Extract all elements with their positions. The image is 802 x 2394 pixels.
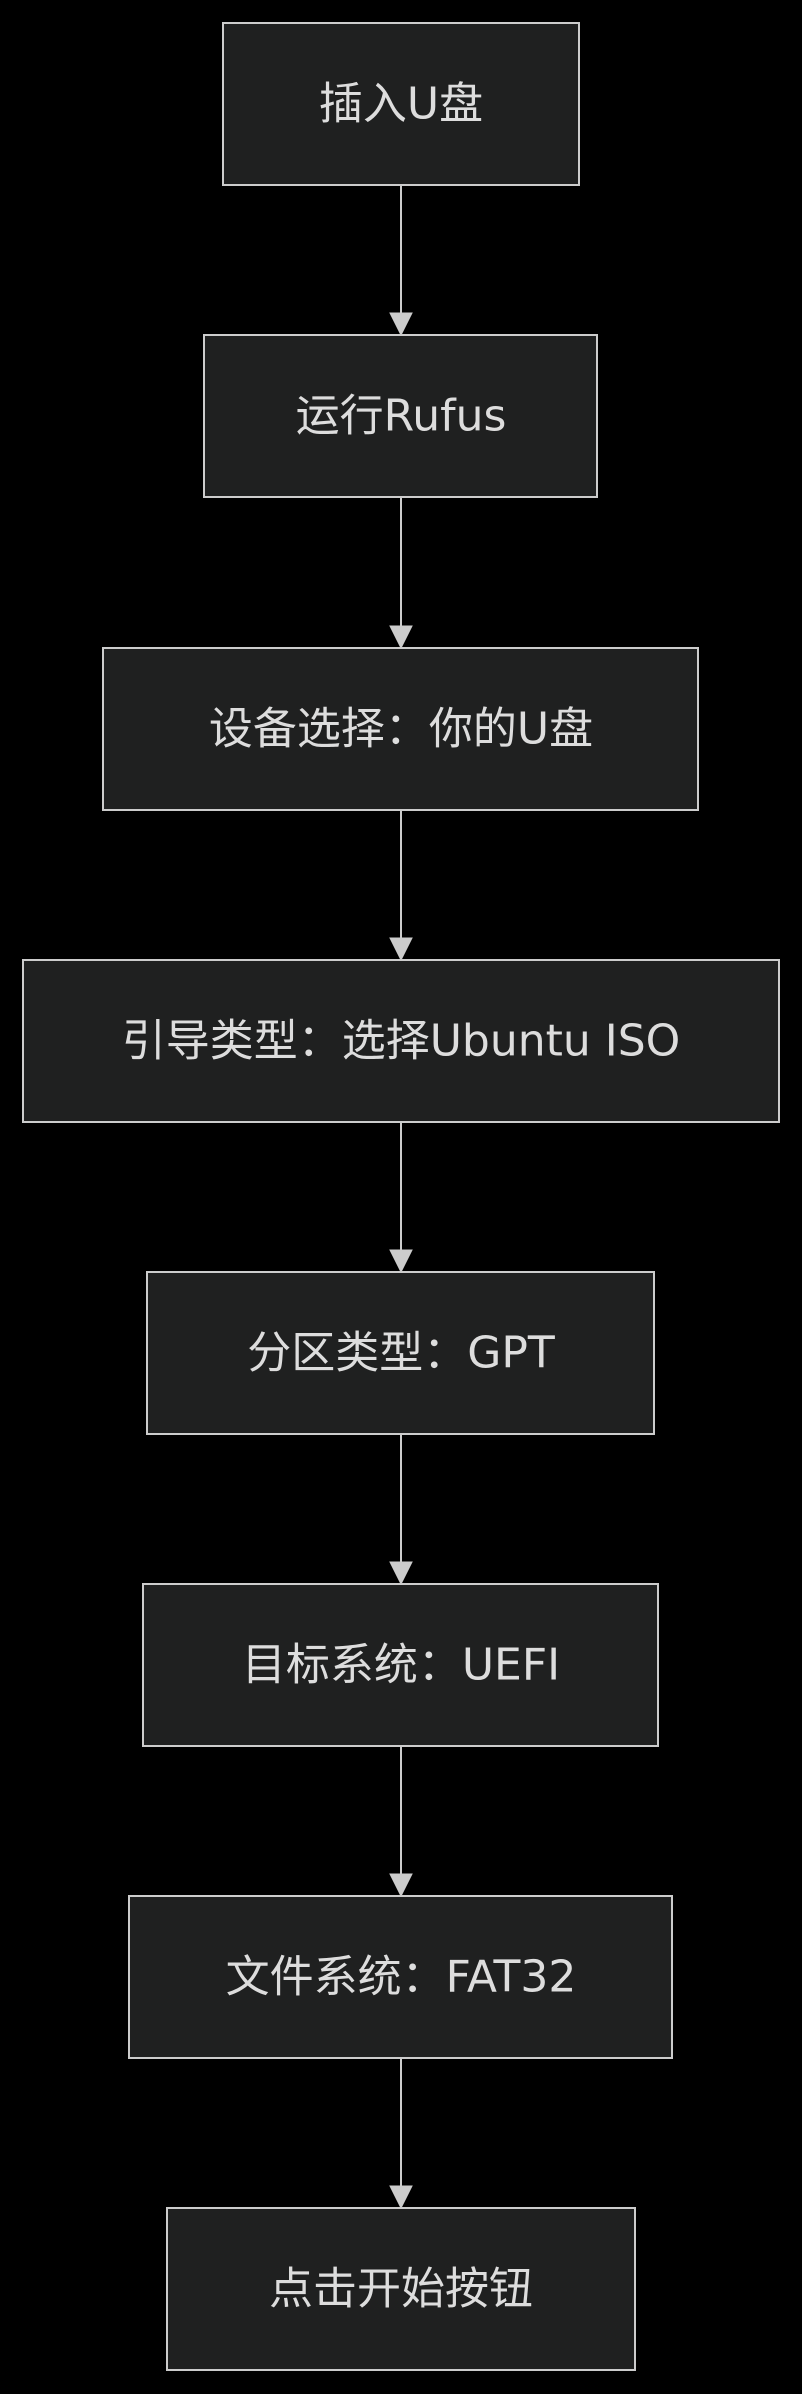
edge-arrow: [389, 185, 413, 337]
edge-arrow: [389, 1122, 413, 1274]
arrowhead-icon: [389, 625, 413, 650]
node-label: 插入U盘: [319, 79, 483, 130]
node-partition-type: 分区类型：GPT: [146, 1271, 655, 1435]
arrowhead-icon: [389, 312, 413, 337]
edges-layer: [389, 185, 413, 2210]
node-label: 目标系统：UEFI: [242, 1640, 560, 1691]
node-target-system: 目标系统：UEFI: [142, 1583, 659, 1747]
arrowhead-icon: [389, 937, 413, 962]
node-boot-type: 引导类型：选择Ubuntu ISO: [22, 959, 780, 1123]
arrowhead-icon: [389, 2185, 413, 2210]
node-click-start: 点击开始按钮: [166, 2207, 636, 2371]
arrowhead-icon: [389, 1561, 413, 1586]
edge-arrow: [389, 810, 413, 962]
node-label: 分区类型：GPT: [247, 1328, 555, 1379]
edge-arrow: [389, 497, 413, 650]
edge-arrow: [389, 1434, 413, 1586]
edge-arrow: [389, 2058, 413, 2210]
node-label: 设备选择：你的U盘: [209, 704, 593, 755]
node-file-system: 文件系统：FAT32: [128, 1895, 673, 2059]
node-label: 运行Rufus: [296, 391, 507, 442]
edge-arrow: [389, 1746, 413, 1898]
node-insert-usb: 插入U盘: [222, 22, 580, 186]
node-label: 点击开始按钮: [269, 2264, 533, 2315]
node-device-select: 设备选择：你的U盘: [102, 647, 699, 811]
node-label: 引导类型：选择Ubuntu ISO: [122, 1016, 681, 1067]
arrowhead-icon: [389, 1873, 413, 1898]
node-label: 文件系统：FAT32: [226, 1952, 577, 2003]
arrowhead-icon: [389, 1249, 413, 1274]
node-run-rufus: 运行Rufus: [203, 334, 598, 498]
